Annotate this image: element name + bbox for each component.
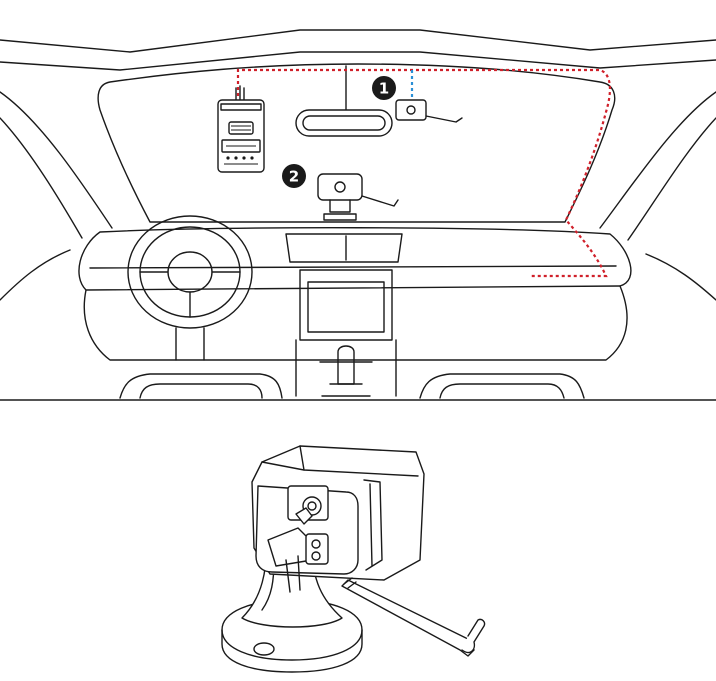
- allen-key-icon: [341, 577, 486, 657]
- rear-camera-mounted-icon: [395, 99, 463, 123]
- windshield: [97, 63, 616, 223]
- right-door-line: [645, 253, 716, 301]
- marker-2: 2: [282, 164, 306, 188]
- power-cable-route: [236, 68, 612, 278]
- steering-wheel: [127, 215, 253, 361]
- camera-mount-detail: [221, 445, 486, 673]
- rear-view-mirror: [295, 65, 393, 137]
- dashboard-top: [78, 227, 632, 291]
- seats: [0, 373, 716, 401]
- left-a-pillar: [0, 91, 113, 229]
- rear-camera-dashboard-icon: [317, 173, 399, 221]
- left-door-line: [0, 249, 71, 301]
- center-console: [285, 233, 403, 397]
- dashboard-lower: [83, 285, 628, 361]
- marker-1: 1: [372, 76, 396, 100]
- dashboard-trim-line: [89, 265, 617, 269]
- left-a-pillar-inner: [0, 117, 83, 239]
- mount-bracket-icon: [267, 485, 329, 593]
- svg-text:1: 1: [379, 80, 389, 98]
- right-a-pillar: [599, 91, 716, 229]
- svg-text:2: 2: [289, 168, 299, 186]
- right-a-pillar-inner: [627, 117, 716, 241]
- car-interior: 1 2: [0, 29, 716, 401]
- roof-outline: [0, 29, 716, 53]
- roof-inner-line: [0, 51, 716, 71]
- dash-cam-icon: [217, 85, 265, 173]
